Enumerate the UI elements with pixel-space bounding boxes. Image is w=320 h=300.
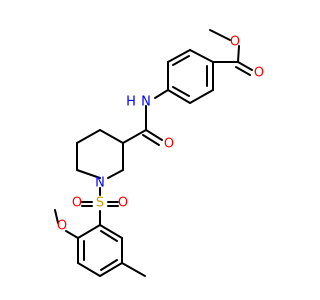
bond-methyl-ester-o <box>209 29 231 41</box>
bond-piperidine-6 <box>99 129 124 144</box>
bond-methoxy-o-ch3 <box>54 209 59 224</box>
atom-sulfonyl-o-left: O <box>72 196 82 211</box>
atom-sulfonyl-o-right: O <box>118 196 128 211</box>
bond-piperidine-3 <box>76 169 101 179</box>
bond-ester-o-carbonyl-c <box>237 45 240 63</box>
atom-sulfur: S <box>96 196 104 211</box>
bond-amide-c-piperidine <box>122 129 147 144</box>
bond-ring-nh <box>154 89 169 99</box>
bond-piperidine-2 <box>107 169 124 179</box>
bond-carbonyl-c-o-double <box>235 66 251 76</box>
atom-ester-carbonyl-o: O <box>254 66 264 81</box>
bond-benzoate-ring-4 <box>167 89 191 104</box>
bond-aryl-ring-3 <box>99 262 123 277</box>
bond-aryl-ring-1 <box>99 224 123 239</box>
bond-piperidine-5 <box>76 129 101 144</box>
bond-aryl-ring-6 <box>77 224 101 239</box>
bond-aryl-ring-4 <box>77 262 101 277</box>
bond-aryl-methoxy-o <box>65 230 79 239</box>
atom-piperidine-n: N <box>95 176 105 191</box>
atom-amide-o: O <box>164 137 174 152</box>
atom-methoxy-o: O <box>57 219 67 234</box>
atom-labels: O O H N O N S O O O <box>57 35 264 234</box>
atom-ester-ether-o: O <box>230 35 240 50</box>
bond-carbonyl-c-o <box>237 61 253 71</box>
bonds <box>54 29 253 277</box>
bond-benzoate-ring-1 <box>189 49 214 63</box>
atom-amide-h: H <box>126 95 136 110</box>
bond-amide-c-o <box>145 129 163 141</box>
bond-aryl-methyl <box>121 262 146 277</box>
bond-aryl-inner-1 <box>100 230 118 242</box>
chemical-structure-diagram: O O H N O N S O O O <box>54 29 264 277</box>
bond-benzoate-inner-1 <box>172 55 190 66</box>
bond-benzoate-inner-2 <box>172 86 190 97</box>
bond-benzoate-ring-2 <box>167 49 191 63</box>
bond-benzoate-ring-5 <box>189 89 214 104</box>
atom-amide-n: N <box>141 95 151 110</box>
bond-amide-c-o-double <box>142 134 160 146</box>
bond-aryl-inner-2 <box>100 259 118 271</box>
